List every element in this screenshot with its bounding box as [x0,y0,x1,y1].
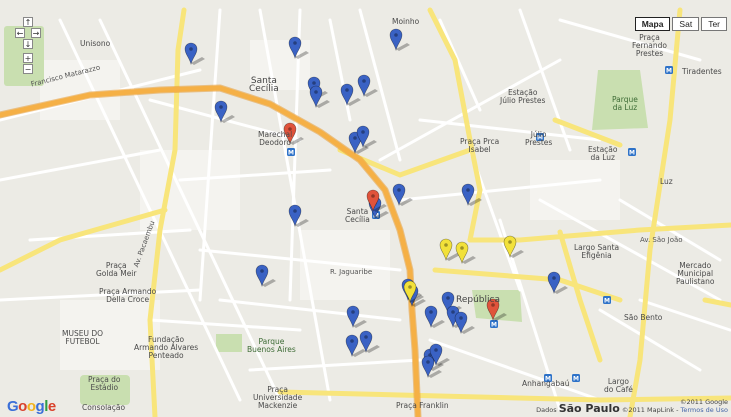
svg-text:M: M [604,298,610,305]
label-luz: Luz [660,177,673,186]
label-tiradentes: Tiradentes [682,67,722,76]
pan-up-button[interactable]: ↑ [23,17,33,27]
label-consolacao: Consolação [82,403,126,412]
map-marker-blue[interactable] [357,74,378,98]
pan-right-button[interactable]: → [31,28,41,38]
map-type-mapa[interactable]: Mapa [634,17,671,31]
metro-icon: M [665,66,673,75]
label-r-jaguaribe: R. Jaguaribe [330,268,373,276]
label-mercado-municipal: Mercado Municipal Paulistano [676,261,715,286]
label-unisono: Unisono [80,39,111,48]
label-praca-princesa-isabel: Praça Prca Isabel [460,137,500,154]
map-type-sat[interactable]: Sat [672,17,700,31]
map-marker-red[interactable] [283,122,304,146]
map-marker-blue[interactable] [389,28,410,52]
map-marker-blue[interactable] [356,125,377,149]
label-largo-santa-efigenia: Largo Santa Efigênia [574,243,620,260]
map-marker-blue[interactable] [392,183,413,207]
map-marker-blue[interactable] [288,204,309,228]
map-marker-blue[interactable] [429,343,450,367]
label-praca-fernando-prestes: Praça Fernando Prestes [632,33,667,58]
label-marechal-deodoro: Marechal Deodoro [258,130,293,147]
map-marker-blue[interactable] [309,85,330,109]
metro-icon: M [603,296,611,305]
map-marker-red[interactable] [366,189,387,213]
map-marker-blue[interactable] [348,131,369,155]
svg-text:M: M [537,135,543,142]
terms-link[interactable]: Termos de Uso [680,406,729,414]
label-av-sao-joao: Av. São João [640,236,683,244]
map-marker-blue[interactable] [461,183,482,207]
label-parque-buenos-aires: Parque Buenos Aires [247,337,296,354]
map-marker-yellow[interactable] [503,235,524,259]
footer-dados: Dados [536,406,557,414]
google-logo[interactable]: Google [7,398,56,415]
map-marker-blue[interactable] [288,36,309,60]
map-marker-blue[interactable] [424,305,445,329]
label-parque-da-luz: Parque da Luz [612,95,638,112]
metro-icon: M [287,148,295,157]
map-marker-blue[interactable] [421,355,442,379]
svg-text:M: M [545,376,551,383]
label-estacao-da-luz: Estação da Luz [588,145,618,162]
map-footer: Dados São Paulo ©2011 MapLink - Termos d… [536,402,728,415]
map-marker-yellow[interactable] [439,238,460,262]
map-marker-yellow[interactable] [403,280,424,304]
label-praca-armando-della-croce: Praça Armando Della Croce [99,287,157,304]
metro-icon: M [536,133,544,142]
label-santa-cecilia: Santa Cecília [249,76,279,94]
major-roads [0,7,731,417]
footer-maplink: ©2011 MapLink [621,406,675,414]
label-santa-cecilia-station: Santa Cecília [345,207,370,224]
label-museu-do-futebol: MUSEU DO FUTEBOL [62,329,104,346]
svg-text:M: M [629,150,635,157]
label-praca-do-estadio: Praça do Estádio [88,375,121,392]
label-republica: República [456,295,500,305]
map-marker-yellow[interactable] [455,241,476,265]
svg-text:M: M [666,68,672,75]
label-moinho: Moinho [392,17,420,26]
metro-icon: M [490,320,498,329]
metro-icon: M [572,374,580,383]
svg-text:M: M [573,376,579,383]
label-anhangabau: Anhangabaú [522,379,570,388]
label-largo-do-cafe: Largo do Café [604,377,633,394]
label-sao-bento: São Bento [624,313,663,322]
map-marker-blue[interactable] [255,264,276,288]
zoom-out-button[interactable]: − [23,64,33,74]
label-estacao-julio-prestes: Estação Júlio Prestes [500,88,546,105]
map-marker-red[interactable] [486,298,507,322]
pan-down-button[interactable]: ↓ [23,39,33,49]
map-marker-blue[interactable] [184,42,205,66]
footer-city: São Paulo [558,402,620,415]
map-marker-blue[interactable] [359,330,380,354]
map-marker-blue[interactable] [345,334,366,358]
label-praca-golda-meir: Praça Golda Meir [96,261,137,278]
map-marker-blue[interactable] [214,100,235,124]
map-marker-blue[interactable] [340,83,361,107]
label-julio-prestes: Júlio Prestes [525,130,553,147]
map-type-ter[interactable]: Ter [701,17,727,31]
map-type-selector: Mapa Sat Ter [633,17,727,31]
pan-left-button[interactable]: ← [15,28,25,38]
arterial-highway-core [0,85,421,417]
metro-icon: M [628,148,636,157]
label-praca-universidade-mackenzie: Praça Universidade Mackenzie [253,385,303,410]
zoom-in-button[interactable]: + [23,53,33,63]
map-marker-blue[interactable] [454,311,475,335]
map-marker-blue[interactable] [346,305,367,329]
metro-icon: M [544,374,552,383]
map-copyright: ©2011 Google [679,398,728,406]
map-marker-blue[interactable] [547,271,568,295]
svg-text:M: M [373,213,379,220]
svg-text:M: M [491,322,497,329]
svg-text:M: M [288,150,294,157]
label-fundacao-armando-alvares: Fundação Armando Álvares Penteado [134,335,199,360]
label-praca-franklin: Praça Franklin [396,401,449,410]
